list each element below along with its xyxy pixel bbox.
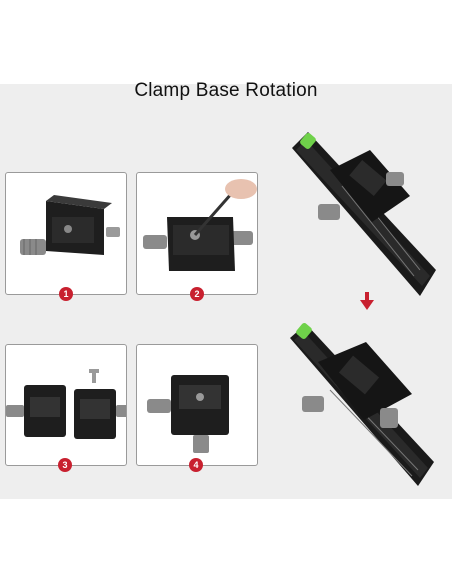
clamp-image-3 [6, 369, 126, 439]
clamp-image-1 [20, 195, 120, 255]
step-panel-3 [5, 344, 127, 466]
step-badge-1: 1 [59, 287, 73, 301]
step-panel-4 [136, 344, 258, 466]
step-badge-2: 2 [190, 287, 204, 301]
clamp-image-4 [147, 375, 229, 453]
step-badge-3: 3 [58, 458, 72, 472]
clamp-image-2 [143, 179, 257, 271]
step-badge-4: 4 [189, 458, 203, 472]
step-panel-1 [5, 172, 127, 295]
page-title: Clamp Base Rotation [134, 80, 318, 101]
step-panel-2 [136, 172, 258, 295]
